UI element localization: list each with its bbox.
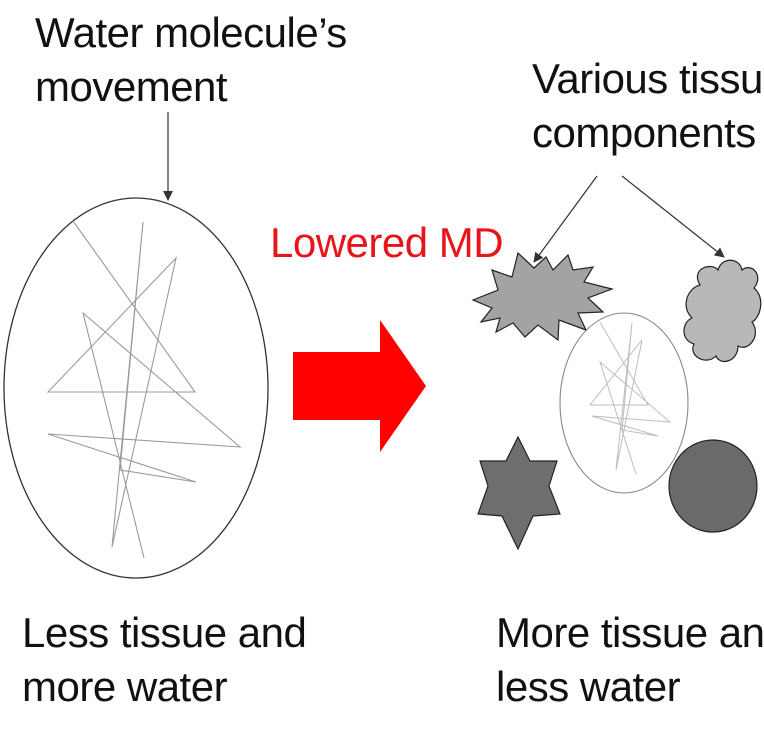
water-movement-label-line1: Water molecule’s <box>35 9 347 56</box>
tissue-components-label-line2: components <box>532 109 756 156</box>
component-pointer-arrow-left <box>533 175 598 263</box>
large-water-circle <box>3 197 269 579</box>
cloud-tissue-component <box>683 259 762 363</box>
water-movement-label: Water molecule’s movement <box>35 6 347 114</box>
tissue-components-label: Various tissue components <box>532 52 764 160</box>
right-caption-line2: less water <box>496 663 681 710</box>
starburst-tissue-component <box>471 251 615 342</box>
left-caption-line2: more water <box>22 663 228 710</box>
left-caption-line1: Less tissue and <box>22 609 307 656</box>
dark-circle-tissue-component <box>668 439 758 533</box>
water-movement-label-line2: movement <box>35 63 228 110</box>
restricted-random-walk-path <box>588 321 672 475</box>
tissue-components-label-line1: Various tissue <box>532 55 764 102</box>
water-random-walk-path <box>46 220 242 559</box>
left-caption: Less tissue and more water <box>22 606 307 714</box>
small-water-circle <box>559 312 689 494</box>
right-caption-line1: More tissue and <box>496 609 764 656</box>
lowered-md-label: Lowered MD <box>270 219 504 266</box>
lowered-md-arrow <box>293 320 426 452</box>
right-caption: More tissue and less water <box>496 606 764 714</box>
seven-point-star-tissue-component <box>477 435 561 551</box>
component-pointer-arrow-right <box>621 175 725 258</box>
